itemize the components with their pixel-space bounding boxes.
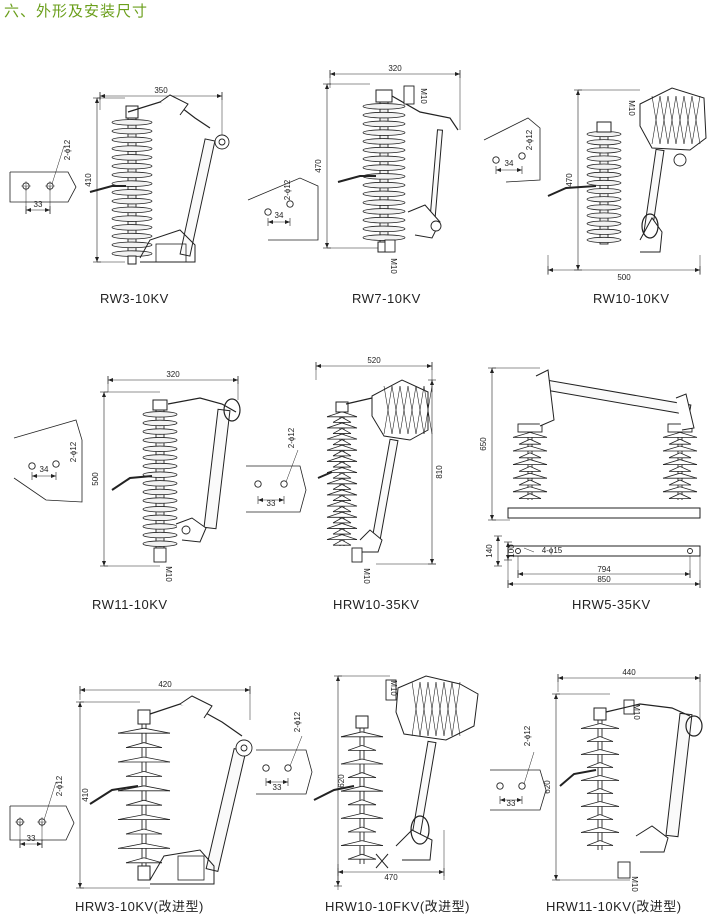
figure-rw10-10kv: 500 470 M10 34 2-ϕ12 xyxy=(483,87,707,282)
dimension-label: 34 xyxy=(505,159,514,168)
bolt-label: M10 xyxy=(389,680,398,696)
caption-rw11: RW11-10KV xyxy=(92,597,168,612)
dimension-label: 320 xyxy=(166,370,180,379)
bolt-label: M10 xyxy=(419,88,428,104)
dimension-label: 33 xyxy=(34,200,43,209)
caption-rw3: RW3-10KV xyxy=(100,291,169,306)
bolt-label: M10 xyxy=(164,566,173,582)
caption-rw7: RW7-10KV xyxy=(352,291,421,306)
dimension-label: 650 xyxy=(479,437,488,451)
dimension-label: 33 xyxy=(27,834,36,843)
dimension-label: 350 xyxy=(154,86,168,95)
dimension-label: 794 xyxy=(597,565,611,574)
dimension-label: 470 xyxy=(384,873,398,882)
dimension-label: 410 xyxy=(81,788,90,802)
dimension-label: 100 xyxy=(507,544,516,558)
caption-rw10: RW10-10KV xyxy=(593,291,670,306)
section-title: 六、外形及安装尺寸 xyxy=(4,2,149,20)
dimension-label: 520 xyxy=(367,356,381,365)
bolt-label: M10 xyxy=(389,258,398,274)
bolt-label: M10 xyxy=(632,704,641,720)
dimension-label: 440 xyxy=(622,668,636,677)
dimension-label: 34 xyxy=(275,211,284,220)
figure-hrw3-10kv: 420 410 33 2-ϕ12 xyxy=(9,680,253,889)
caption-hrw5: HRW5-35KV xyxy=(572,597,651,612)
caption-hrw10-35: HRW10-35KV xyxy=(333,597,420,612)
dimension-label: 33 xyxy=(507,799,516,808)
figure-rw3-10kv: 350 410 33 2-ϕ12 xyxy=(9,86,230,265)
dimension-label: 620 xyxy=(337,774,346,788)
caption-hrw11: HRW11-10KV(改进型) xyxy=(546,899,682,914)
hole-spec-label: 2-ϕ12 xyxy=(293,711,302,732)
hole-spec-label: 2-ϕ12 xyxy=(63,139,72,160)
dimension-label: 500 xyxy=(617,273,631,282)
hole-spec-label: 2-ϕ12 xyxy=(287,427,296,448)
caption-hrw3: HRW3-10KV(改进型) xyxy=(75,899,204,914)
dimension-label: 320 xyxy=(388,64,402,73)
dimension-label: 420 xyxy=(158,680,172,689)
hole-spec-label: 2-ϕ12 xyxy=(55,775,64,796)
dimension-label: 470 xyxy=(314,159,323,173)
dimension-label: 500 xyxy=(91,472,100,486)
caption-hrw10f: HRW10-10FKV(改进型) xyxy=(325,899,471,914)
bolt-label: M10 xyxy=(630,876,639,892)
dimension-label: 850 xyxy=(597,575,611,584)
dimension-label: 470 xyxy=(565,173,574,187)
dimension-label: 810 xyxy=(435,465,444,479)
figure-hrw10-10fkv: 620 470 M10 33 2-ϕ12 xyxy=(256,675,479,890)
dimension-label: 410 xyxy=(84,173,93,187)
hole-spec-label: 2-ϕ12 xyxy=(69,441,78,462)
hole-spec-label: 4-ϕ15 xyxy=(542,546,563,555)
bolt-label: M10 xyxy=(362,568,371,584)
dimension-label: 33 xyxy=(267,499,276,508)
dimension-label: 140 xyxy=(485,544,494,558)
hole-spec-label: 2-ϕ12 xyxy=(283,179,292,200)
hole-spec-label: 2-ϕ12 xyxy=(523,725,532,746)
dimension-label: 33 xyxy=(273,783,282,792)
hole-spec-label: 2-ϕ12 xyxy=(525,129,534,150)
dimension-label: 620 xyxy=(543,780,552,794)
bolt-label: M10 xyxy=(627,100,636,116)
dimension-label: 34 xyxy=(40,465,49,474)
